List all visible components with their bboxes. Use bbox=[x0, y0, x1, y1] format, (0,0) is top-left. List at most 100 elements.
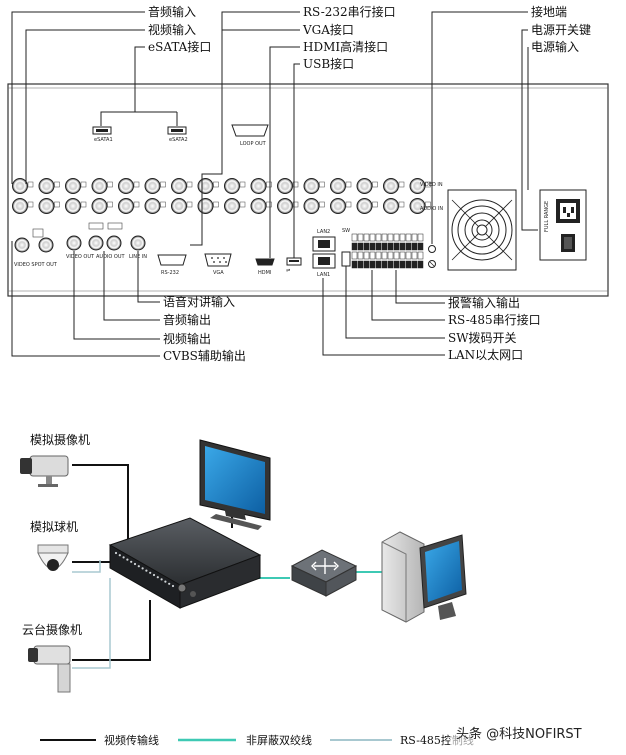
channel-number-box bbox=[398, 181, 405, 188]
terminal-pin bbox=[357, 260, 364, 269]
channel-number-box bbox=[160, 181, 166, 188]
intercom-in-callout: 语音对讲输入 bbox=[163, 294, 235, 309]
bnc-connector bbox=[224, 198, 240, 214]
terminal-pin bbox=[375, 251, 382, 260]
channel-number-box bbox=[345, 201, 352, 208]
bnc-connector bbox=[118, 178, 134, 194]
terminal-pin bbox=[351, 242, 358, 251]
channel-number-box bbox=[107, 181, 113, 188]
channel-number-box bbox=[292, 181, 299, 188]
terminal-pin bbox=[387, 251, 394, 260]
bnc-connector bbox=[197, 198, 214, 214]
power-switch-callout: 电源开关键 bbox=[531, 23, 591, 37]
channel-number-box bbox=[266, 201, 272, 208]
bnc-connector bbox=[383, 198, 399, 214]
video-in-callout: 视频输入 bbox=[148, 22, 196, 37]
channel-number-box bbox=[80, 201, 87, 208]
dvr-indicator-led bbox=[168, 582, 171, 585]
hdmi-label: HDMI bbox=[258, 270, 271, 276]
dvr-indicator-led bbox=[156, 576, 159, 579]
bnc-connector bbox=[303, 198, 320, 214]
channel-number-box bbox=[80, 181, 87, 188]
terminal-pin bbox=[417, 233, 424, 242]
terminal-pin bbox=[387, 260, 394, 269]
terminal-pin bbox=[369, 242, 376, 251]
rs485-cable-ptz bbox=[72, 578, 111, 669]
bnc-connector bbox=[171, 178, 187, 194]
channel-number-box bbox=[372, 181, 378, 188]
terminal-pin bbox=[417, 242, 424, 251]
sw-label: SW bbox=[342, 228, 350, 234]
terminal-pin bbox=[417, 260, 424, 269]
terminal-blocks: SW bbox=[341, 228, 424, 269]
audio-out-callout: 音频输出 bbox=[163, 312, 211, 327]
terminal-pin bbox=[363, 233, 370, 242]
terminal-pin bbox=[381, 233, 388, 242]
rs232-connector: RS-232 bbox=[157, 254, 187, 276]
terminal-pin bbox=[399, 260, 406, 269]
dvr-indicator-led bbox=[152, 573, 156, 577]
terminal-pin bbox=[357, 242, 364, 251]
usb-callout: USB接口 bbox=[303, 56, 354, 71]
watermark: 头条 @科技NOFIRST bbox=[456, 726, 582, 742]
rs485-cable-dome bbox=[72, 560, 101, 573]
dvr-indicator-led bbox=[141, 567, 144, 570]
power-in-callout: 电源输入 bbox=[531, 39, 579, 54]
channel-number-box bbox=[186, 201, 193, 208]
bnc-connector bbox=[12, 178, 28, 194]
terminal-pin bbox=[411, 260, 418, 269]
top-callout-lines bbox=[11, 11, 538, 258]
dvr-indicator-led bbox=[171, 584, 175, 588]
video-spot-out-label: VIDEO SPOT OUT bbox=[14, 262, 58, 268]
dvr-indicator-led bbox=[133, 562, 137, 566]
legend: 视频传输线 非屏蔽双绞线 RS-485控制线 bbox=[40, 733, 474, 747]
cooling-fan bbox=[447, 189, 517, 271]
audio-in-callout: 音频输入 bbox=[148, 4, 196, 19]
network-diagram: 模拟摄像机 模拟球机 云台摄像机 bbox=[20, 432, 620, 747]
channel-number-box bbox=[27, 201, 34, 208]
terminal-pin bbox=[363, 242, 370, 251]
dvr-indicator-led bbox=[145, 569, 148, 572]
channel-number-box bbox=[133, 181, 140, 188]
ground-callout: 接地端 bbox=[531, 4, 567, 19]
terminal-pin bbox=[405, 242, 412, 251]
terminal-pin bbox=[369, 251, 376, 260]
terminal-pin bbox=[351, 233, 358, 242]
sw-dip-callout: SW拨码开关 bbox=[448, 331, 517, 345]
dvr-indicator-led bbox=[149, 571, 152, 574]
channel-number-box bbox=[160, 201, 166, 208]
full-range-label: FULL RANGE bbox=[544, 201, 550, 232]
dvr-indicator-led bbox=[160, 578, 163, 581]
terminal-pin bbox=[387, 233, 394, 242]
usb-icon: ⇌ bbox=[286, 268, 290, 274]
terminal-pin bbox=[417, 251, 424, 260]
rs232-callout: RS-232串行接口 bbox=[303, 4, 396, 19]
vga-label: VGA bbox=[213, 270, 224, 276]
channel-number-box bbox=[319, 201, 325, 208]
lan1-label: LAN1 bbox=[317, 272, 330, 278]
analog-dome-label: 模拟球机 bbox=[30, 520, 78, 534]
lan-callout: LAN以太网口 bbox=[448, 347, 523, 362]
bnc-connector bbox=[38, 178, 55, 194]
video-cable-3 bbox=[72, 600, 151, 661]
bnc-connector bbox=[118, 198, 134, 214]
bottom-callout-lines bbox=[11, 241, 445, 357]
legend-utp-cable: 非屏蔽双绞线 bbox=[246, 733, 312, 747]
terminal-pin bbox=[393, 260, 400, 269]
vga-connector: VGA bbox=[204, 253, 232, 276]
channel-number-box bbox=[292, 201, 299, 208]
terminal-pin bbox=[405, 233, 412, 242]
terminal-pin bbox=[411, 233, 418, 242]
ptz-camera-label: 云台摄像机 bbox=[22, 622, 82, 637]
video-spot-out-group: VIDEO SPOT OUT VIDEO OUT AUDIO OUT LINE … bbox=[14, 222, 147, 268]
dvr-indicator-led bbox=[130, 560, 133, 563]
rs485-callout: RS-485串行接口 bbox=[448, 312, 541, 327]
dvr-recorder-icon bbox=[108, 517, 262, 609]
dvr-indicator-led bbox=[164, 580, 167, 583]
bnc-connector bbox=[356, 178, 373, 194]
terminal-pin bbox=[357, 233, 364, 242]
bnc-connector bbox=[91, 198, 108, 214]
channel-number-box bbox=[398, 201, 405, 208]
loop-out-label: LOOP OUT bbox=[240, 141, 267, 147]
terminal-pin bbox=[405, 251, 412, 260]
